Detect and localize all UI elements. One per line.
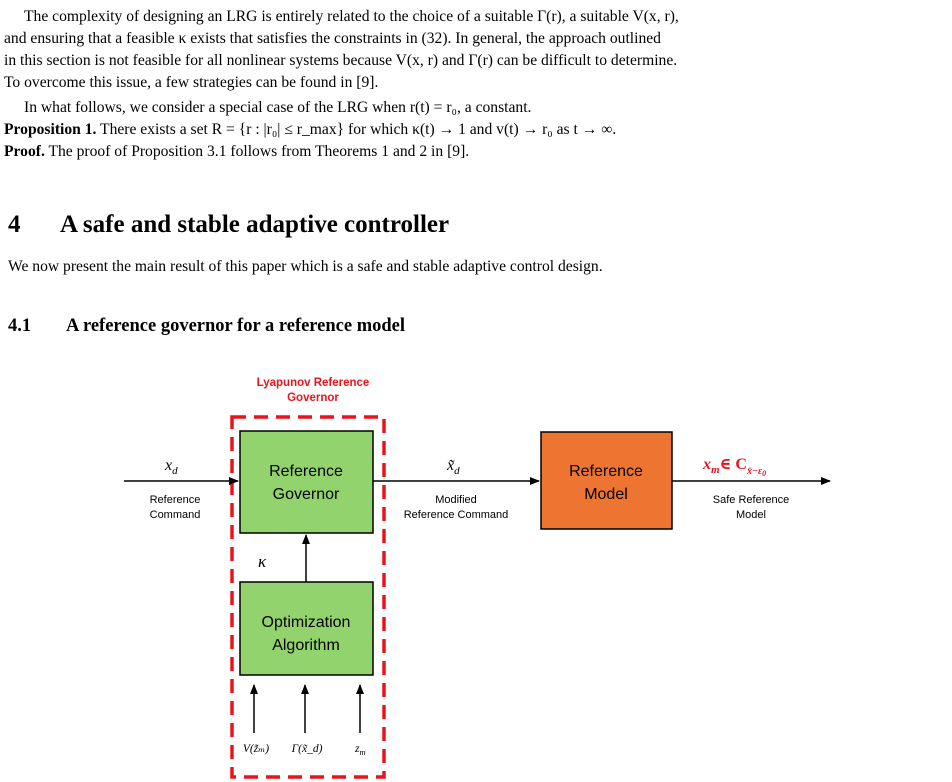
proof-label: Proof. bbox=[4, 143, 45, 160]
reference-model-box bbox=[540, 431, 673, 530]
proof: Proof. The proof of Proposition 3.1 foll… bbox=[4, 141, 946, 163]
opt-input-v-label: V(z̃ₘ) bbox=[243, 743, 269, 755]
lrg-dashed-boundary bbox=[230, 415, 386, 779]
proof-text: The proof of Proposition 3.1 follows fro… bbox=[48, 143, 470, 160]
output-label-line1: Safe Reference bbox=[713, 494, 789, 506]
subsection-heading: 4.1 A reference governor for a reference … bbox=[8, 316, 405, 337]
optimization-algorithm-box bbox=[239, 581, 374, 676]
output-label-line2: Model bbox=[736, 509, 766, 521]
modified-label-line2: Reference Command bbox=[404, 509, 509, 521]
paragraph-line: and ensuring that a feasible κ exists th… bbox=[4, 30, 661, 47]
opt-input-zm-label: zm bbox=[354, 743, 366, 757]
section-number: 4 bbox=[8, 211, 21, 238]
subsection-number: 4.1 bbox=[8, 316, 32, 336]
optimizer-label-line2: Algorithm bbox=[272, 637, 340, 654]
lrg-title-line1: Lyapunov Reference bbox=[257, 377, 370, 389]
paragraph-2: In what follows, we consider a special c… bbox=[24, 99, 532, 116]
paragraph-line: The complexity of designing an LRG is en… bbox=[24, 8, 679, 25]
model-label-line1: Reference bbox=[569, 463, 643, 480]
input-label-line2: Command bbox=[150, 509, 201, 521]
governor-label-line1: Reference bbox=[269, 463, 343, 480]
section-heading: 4 A safe and stable adaptive controller bbox=[8, 211, 449, 239]
output-symbol: xm∈ Cx̄−ε0 bbox=[702, 456, 766, 478]
optimizer-label-line1: Optimization bbox=[262, 614, 351, 631]
proposition: Proposition 1. There exists a set R = {r… bbox=[4, 119, 946, 141]
kappa-label: κ bbox=[258, 552, 267, 571]
proposition-text: There exists a set R = {r : |r₀| ≤ r_max… bbox=[100, 121, 617, 138]
input-symbol: xd bbox=[164, 457, 178, 477]
subsection-title: A reference governor for a reference mod… bbox=[66, 316, 406, 336]
paragraph-line: in this section is not feasible for all … bbox=[4, 52, 678, 69]
section-title: A safe and stable adaptive controller bbox=[60, 211, 450, 238]
section-intro: We now present the main result of this p… bbox=[8, 258, 603, 275]
paragraph-line: To overcome this issue, a few strategies… bbox=[4, 74, 379, 91]
reference-governor-box bbox=[239, 430, 374, 534]
governor-label-line2: Governor bbox=[273, 486, 340, 503]
proposition-label: Proposition 1. bbox=[4, 121, 97, 138]
lrg-title-line2: Governor bbox=[287, 392, 339, 404]
input-label-line1: Reference bbox=[150, 494, 201, 506]
opt-input-gamma-label: Γ(x̃_d) bbox=[291, 743, 323, 755]
modified-symbol: x̃d bbox=[446, 457, 460, 477]
modified-label-line1: Modified bbox=[435, 494, 477, 506]
model-label-line2: Model bbox=[584, 486, 628, 503]
